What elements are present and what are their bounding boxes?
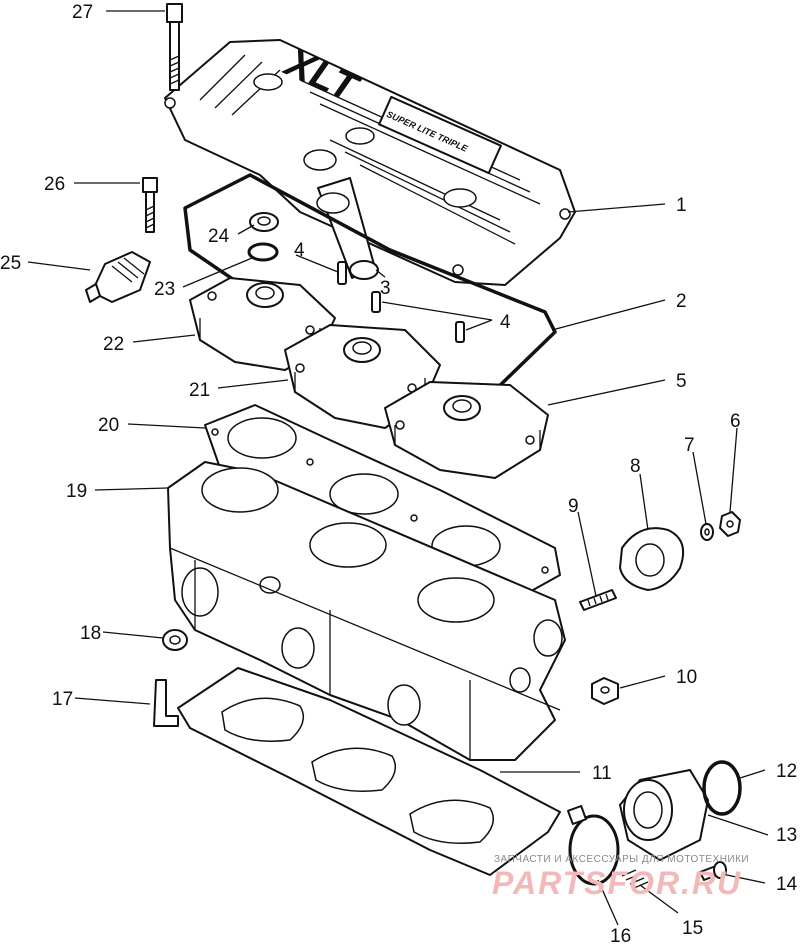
leader-lines — [27, 10, 769, 926]
callout-13: 13 — [776, 825, 797, 846]
cap-18 — [162, 629, 188, 651]
watermark-tagline: ЗАПЧАСТИ И АКСЕССУАРЫ ДЛЯ МОТОТЕХНИКИ — [494, 854, 749, 865]
temp-sensor-25 — [85, 251, 151, 303]
callout-15: 15 — [682, 918, 703, 939]
callout-7: 7 — [684, 435, 695, 456]
dowel-pins — [337, 261, 465, 343]
flange-plate — [619, 527, 684, 591]
o-ring-12 — [702, 760, 742, 816]
callout-25: 25 — [0, 253, 21, 274]
callout-8: 8 — [630, 456, 641, 477]
bolt-26 — [142, 177, 158, 233]
spring-15 — [621, 869, 649, 889]
callout-18: 18 — [80, 623, 101, 644]
callout-14: 14 — [776, 874, 798, 895]
callout-3: 3 — [380, 278, 391, 299]
callout-6: 6 — [730, 411, 741, 432]
callout-5: 5 — [676, 371, 687, 392]
callout-12: 12 — [776, 761, 797, 782]
callout-10: 10 — [676, 667, 697, 688]
nut-10 — [591, 677, 619, 705]
callout-26: 26 — [44, 174, 65, 195]
watermark-brand: PARTSFOR.RU — [492, 865, 742, 901]
callout-19: 19 — [66, 481, 87, 502]
callout-11: 11 — [592, 763, 612, 784]
callout-24: 24 — [208, 226, 230, 247]
callout-17: 17 — [52, 689, 73, 710]
washer-7 — [700, 523, 714, 541]
bolt-27 — [166, 3, 183, 91]
intake-boot — [619, 769, 709, 861]
callout-20: 20 — [98, 415, 119, 436]
head-cover-right — [384, 381, 549, 479]
watermark: ЗАПЧАСТИ И АКСЕССУАРЫ ДЛЯ МОТОТЕХНИКИ PA… — [492, 854, 749, 901]
callout-16: 16 — [610, 926, 631, 944]
callout-4a: 4 — [294, 240, 305, 261]
callout-4b: 4 — [500, 312, 511, 333]
nut-6 — [719, 511, 741, 537]
hose-clamp-16 — [567, 805, 620, 886]
base-gasket — [177, 667, 561, 876]
callout-1: 1 — [676, 195, 687, 216]
fitting-17 — [153, 679, 179, 727]
callout-22: 22 — [103, 334, 124, 355]
sensor-washer — [249, 212, 279, 232]
callout-23: 23 — [154, 279, 175, 300]
callout-9: 9 — [568, 496, 579, 517]
callout-21: 21 — [189, 380, 210, 401]
callout-2: 2 — [676, 291, 687, 312]
o-ring-small — [247, 242, 279, 262]
cylinder-block — [167, 461, 566, 761]
cylinder-cover: XLT SUPER LITE TRIPLE — [164, 39, 576, 286]
callout-27: 27 — [72, 2, 93, 23]
stud — [579, 589, 617, 611]
